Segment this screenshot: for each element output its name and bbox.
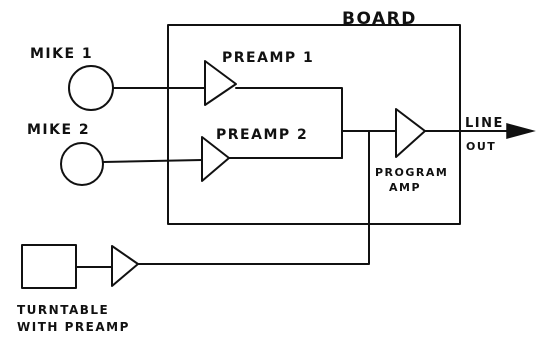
board-outline — [167, 24, 461, 225]
preamp1-triangle — [204, 60, 237, 106]
turntable-output-wire — [137, 130, 370, 265]
preamp2-triangle — [201, 136, 230, 182]
program-amp-label-line1: PROGRAM — [375, 166, 448, 179]
line-out-label-line2: OUT — [466, 140, 496, 153]
line-out-arrowhead — [506, 123, 536, 139]
turntable-label-line1: TURNTABLE — [17, 303, 109, 317]
program-amp-label-line2: AMP — [389, 181, 421, 194]
mike2-label: MIKE 2 — [27, 122, 90, 138]
board-label: BOARD — [342, 9, 417, 29]
preamp1-label: PREAMP 1 — [222, 50, 314, 66]
turntable-amp-triangle — [111, 245, 139, 287]
line-out-label-line1: LINE — [465, 116, 504, 131]
preamp1-output-wire — [235, 87, 343, 159]
program-amp-triangle — [395, 108, 426, 158]
mike1-circle — [68, 65, 114, 111]
mike2-circle — [60, 142, 104, 186]
mike2-wire — [102, 159, 203, 163]
preamp2-label: PREAMP 2 — [216, 127, 308, 143]
mike1-label: MIKE 1 — [30, 46, 93, 62]
turntable-label-line2: WITH PREAMP — [17, 320, 130, 334]
turntable-box — [21, 244, 77, 289]
